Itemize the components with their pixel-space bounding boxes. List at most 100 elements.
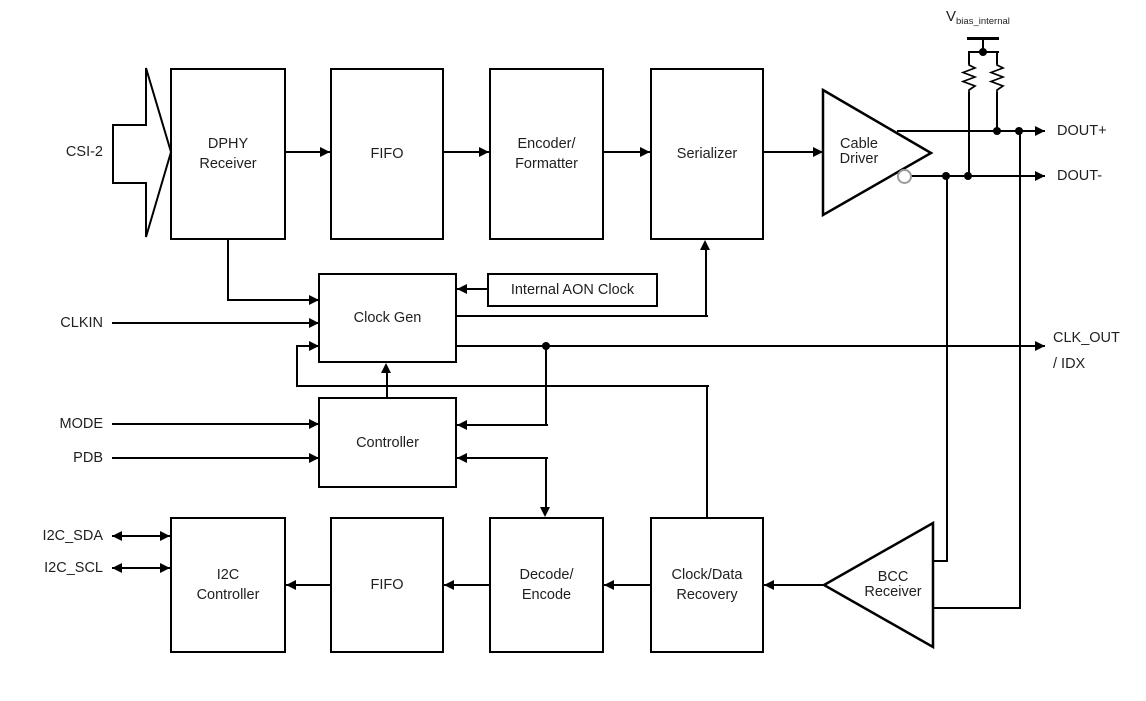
arrowhead: [479, 147, 489, 157]
wire-bias-right-leg-bottom: [996, 92, 998, 132]
block-label: FIFO: [370, 146, 404, 162]
arrowhead: [813, 147, 823, 157]
wire-dphy-to-clockgen: [228, 299, 319, 301]
wire-i2c-scl: [112, 567, 170, 569]
port-label-i2c-sda: I2C_SDA: [42, 528, 103, 544]
resistor-symbol: [961, 63, 977, 93]
wire-serializer-to-cabledriver: [764, 151, 823, 153]
wire-encoder-to-serializer: [604, 151, 650, 153]
port-label-i2c-scl: I2C_SCL: [44, 560, 103, 576]
block-label: FIFO: [370, 577, 404, 593]
wire-bias-left-leg-top: [968, 51, 970, 64]
junction-dot: [542, 342, 550, 350]
block-i2c-controller: I2C Controller: [170, 517, 286, 653]
arrowhead: [112, 563, 122, 573]
cable-driver-triangle: [821, 87, 934, 218]
port-label-pdb: PDB: [73, 450, 103, 466]
wire-clockgen-to-serializer-h: [457, 315, 708, 317]
wire-bcc-lower-input: [933, 607, 1021, 609]
block-internal-aon-clock: Internal AON Clock: [487, 273, 658, 307]
wire-bias-left-leg-bottom: [968, 92, 970, 177]
arrowhead: [309, 318, 319, 328]
arrowhead: [604, 580, 614, 590]
wire-branch-to-controller: [457, 424, 548, 426]
port-label-mode: MODE: [59, 416, 104, 432]
arrowhead: [764, 580, 774, 590]
wire-clk-out: [457, 345, 1045, 347]
arrowhead: [540, 507, 550, 517]
block-clock-gen: Clock Gen: [318, 273, 457, 363]
inverter-bubble: [897, 169, 912, 184]
wire-feedback-into-clockgen: [297, 345, 319, 347]
block-fifo-top: FIFO: [330, 68, 444, 240]
arrowhead: [160, 563, 170, 573]
port-label-clk-out-idx: CLK_OUT / IDX: [1053, 330, 1120, 372]
junction-dot: [942, 172, 950, 180]
wire-bcc-upper-input: [933, 560, 948, 562]
vbias-main-text: V: [946, 8, 957, 25]
arrowhead: [381, 363, 391, 373]
bcc-receiver-triangle: [821, 520, 935, 650]
wire-dphy-down: [227, 240, 229, 301]
port-label-vbias-internal: Vbias_internal: [946, 8, 1010, 27]
block-dphy-receiver: DPHY Receiver: [170, 68, 286, 240]
resistor-symbol: [989, 63, 1005, 93]
block-label: Clock Gen: [353, 310, 422, 326]
arrowhead: [320, 147, 330, 157]
arrowhead: [700, 240, 710, 250]
port-label-clkin: CLKIN: [60, 315, 103, 331]
wire-feedback-h: [296, 385, 709, 387]
wire-controller-decode-v: [545, 457, 547, 511]
block-label: Encoder/ Formatter: [515, 136, 578, 172]
wire-clockgen-to-serializer-v: [705, 246, 707, 317]
wire-decode-to-fifo: [444, 584, 489, 586]
arrowhead: [1035, 126, 1045, 136]
wire-i2c-sda: [112, 535, 170, 537]
arrowhead: [1035, 341, 1045, 351]
wire-controller-decode-h: [457, 457, 548, 459]
block-label: Clock/Data Recovery: [671, 567, 743, 603]
block-encoder-formatter: Encoder/ Formatter: [489, 68, 604, 240]
wire-bias-right-leg-top: [996, 51, 998, 64]
junction-dot: [1015, 127, 1023, 135]
wire-bcc-to-cdr: [764, 584, 824, 586]
block-serializer: Serializer: [650, 68, 764, 240]
wire-feedback-left-v: [296, 345, 298, 387]
arrowhead: [309, 295, 319, 305]
arrowhead: [309, 453, 319, 463]
block-fifo-bottom: FIFO: [330, 517, 444, 653]
wire-dphy-to-fifo: [286, 151, 330, 153]
arrowhead: [640, 147, 650, 157]
port-label-dout-minus: DOUT-: [1057, 168, 1103, 184]
wire-cdr-to-decode: [604, 584, 650, 586]
bcc-receiver-label: BCC Receiver: [864, 569, 922, 600]
wire-mode: [112, 423, 318, 425]
arrowhead: [309, 341, 319, 351]
arrowhead: [112, 531, 122, 541]
vbias-subscript-text: bias_internal: [956, 16, 1010, 27]
wire-cdr-up: [706, 385, 708, 518]
cable-driver-label: Cable Driver: [839, 136, 879, 167]
block-label: Serializer: [676, 146, 738, 162]
wire-doutminus-to-bcc: [946, 176, 948, 562]
wire-controller-to-clockgen: [386, 370, 388, 398]
arrowhead: [444, 580, 454, 590]
block-controller: Controller: [318, 397, 457, 488]
wire-pdb: [112, 457, 318, 459]
arrowhead: [457, 453, 467, 463]
arrowhead: [457, 284, 467, 294]
wire-doutplus-to-bcc: [1019, 131, 1021, 609]
arrowhead: [457, 420, 467, 430]
block-decode-encode: Decode/ Encode: [489, 517, 604, 653]
arrowhead: [286, 580, 296, 590]
arrowhead: [1035, 171, 1045, 181]
block-label: Decode/ Encode: [519, 567, 574, 603]
junction-dot: [964, 172, 972, 180]
block-label: DPHY Receiver: [199, 136, 257, 172]
wire-aon-to-clockgen: [457, 288, 487, 290]
wire-branch-down: [545, 345, 547, 426]
block-label: I2C Controller: [196, 567, 260, 603]
junction-dot: [979, 48, 987, 56]
block-label: Controller: [356, 434, 419, 451]
